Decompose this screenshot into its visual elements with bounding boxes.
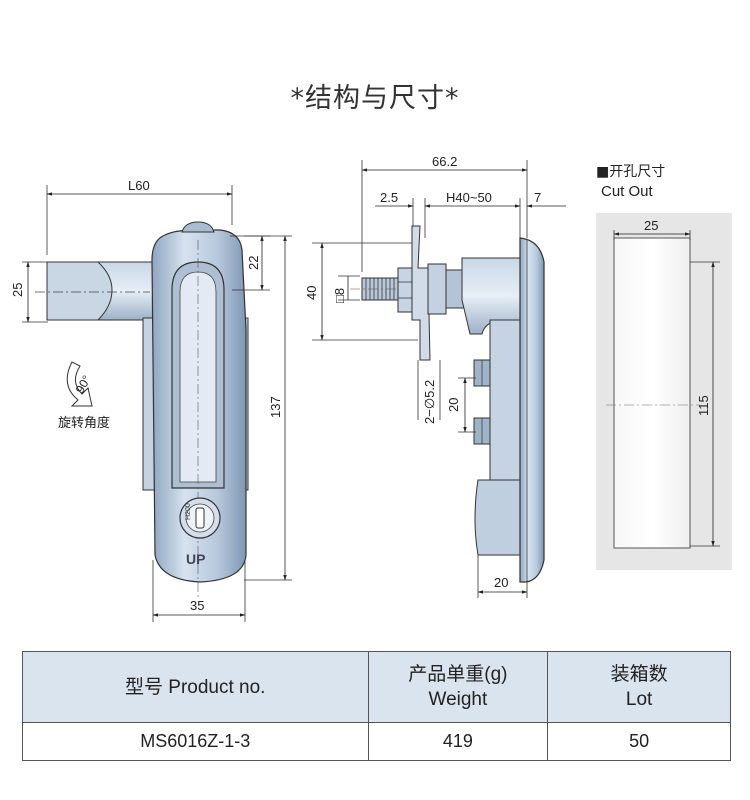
brand-mark: UP: [186, 551, 205, 567]
dim-thread-gap: 2.5: [380, 190, 398, 205]
cutout-dim-width: 25: [644, 218, 658, 233]
header-weight-cn: 产品单重(g): [408, 664, 508, 685]
cell-weight: 419: [367, 722, 549, 761]
side-view: 66.2 2.5 H40~50 7 40 □8: [304, 154, 566, 598]
cutout-hole: [613, 237, 691, 549]
cutout-label-cn: ■开孔尺寸: [596, 164, 665, 180]
cell-lot: 50: [547, 722, 731, 761]
dim-flange: 7: [534, 190, 541, 205]
cutout-label-en: Cut Out: [601, 183, 654, 200]
dim-bottom-depth: 20: [494, 575, 508, 590]
dim-square: □8: [332, 288, 347, 303]
dim-panel-range: H40~50: [446, 190, 492, 205]
cutout-dim-height: 115: [696, 395, 711, 416]
dim-pitch: 20: [446, 398, 461, 412]
cell-model: MS6016Z-1-3: [22, 722, 369, 761]
technical-drawing: L60 25 H200 UP 22 137: [10, 154, 732, 622]
dim-hole: 2−∅5.2: [422, 380, 437, 424]
rotation-arrow-icon: 90°: [66, 361, 94, 407]
section-title: *结构与尺寸*: [290, 83, 460, 114]
dim-handle-height: 25: [10, 283, 25, 297]
lock-key-code: H200: [185, 503, 192, 520]
header-model: 型号 Product no.: [22, 651, 369, 723]
spec-table: 型号 Product no. 产品单重(g) Weight 装箱数 Lot MS…: [22, 651, 731, 761]
header-lot: 装箱数 Lot: [547, 651, 731, 723]
front-view: L60 25 H200 UP 22 137: [10, 178, 292, 622]
header-weight: 产品单重(g) Weight: [367, 651, 549, 723]
table-header-row: 型号 Product no. 产品单重(g) Weight 装箱数 Lot: [22, 651, 731, 723]
dim-total-height: 137: [268, 396, 283, 418]
header-lot-en: Lot: [625, 689, 653, 710]
dim-height-40: 40: [304, 286, 319, 300]
dim-body-width: 35: [190, 598, 204, 613]
dim-top-offset: 22: [246, 256, 261, 270]
cutout-view: ■开孔尺寸 Cut Out 25 115: [596, 164, 732, 570]
header-weight-en: Weight: [428, 689, 488, 710]
table-row: MS6016Z-1-3 419 50: [22, 722, 731, 761]
dim-total-depth: 66.2: [432, 154, 457, 169]
rotation-label: 旋转角度: [58, 415, 110, 431]
dim-width-top: L60: [128, 178, 150, 193]
header-lot-cn: 装箱数: [610, 664, 668, 685]
